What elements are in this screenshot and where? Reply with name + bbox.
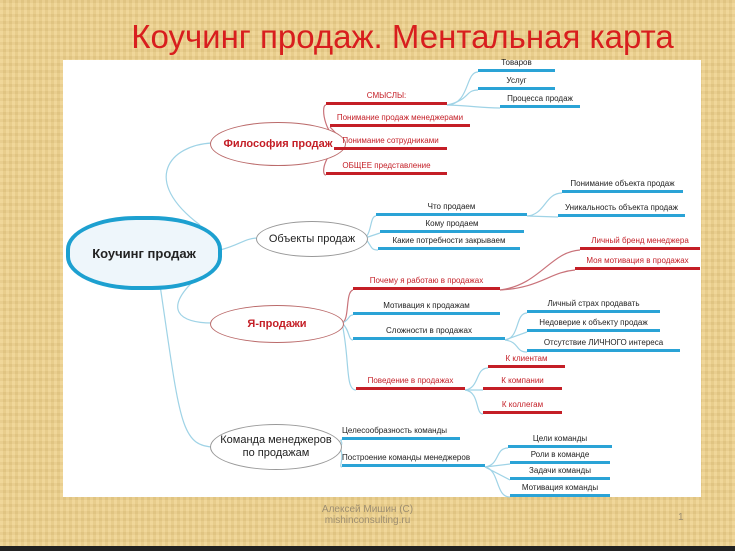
- node-services[interactable]: Услуг: [478, 76, 555, 90]
- node-to-colleagues[interactable]: К коллегам: [483, 400, 562, 414]
- node-sales-motivation[interactable]: Мотивация к продажам: [353, 301, 500, 315]
- node-why-sales[interactable]: Почему я работаю в продажах: [353, 276, 500, 290]
- node-my-motivation[interactable]: Моя мотивация в продажах: [575, 256, 700, 270]
- node-staff-understanding[interactable]: Понимание сотрудниками: [334, 136, 447, 150]
- node-team-expediency[interactable]: Целесообразность команды: [342, 426, 460, 440]
- node-object-understanding[interactable]: Понимание объекта продаж: [562, 179, 683, 193]
- node-team-goals[interactable]: Цели команды: [508, 434, 612, 448]
- node-sales-process[interactable]: Процесса продаж: [500, 94, 580, 108]
- node-what-we-sell[interactable]: Что продаем: [376, 202, 527, 216]
- node-team-tasks[interactable]: Задачи команды: [510, 466, 610, 480]
- branch-label: Объекты продаж: [268, 233, 356, 245]
- node-no-interest[interactable]: Отсутствие ЛИЧНОГО интереса: [527, 338, 680, 352]
- node-needs-covered[interactable]: Какие потребности закрываем: [378, 236, 520, 250]
- central-topic-label: Коучинг продаж: [92, 245, 196, 261]
- node-personal-brand[interactable]: Личный бренд менеджера: [580, 236, 700, 250]
- node-sales-difficulties[interactable]: Сложности в продажах: [353, 326, 505, 340]
- node-team-building[interactable]: Построение команды менеджеров: [342, 453, 485, 467]
- node-sales-behavior[interactable]: Поведение в продажах: [356, 376, 465, 390]
- node-distrust[interactable]: Недоверие к объекту продаж: [527, 318, 660, 332]
- node-to-clients[interactable]: К клиентам: [488, 354, 565, 368]
- node-managers-understanding[interactable]: Понимание продаж менеджерами: [330, 113, 470, 127]
- node-goods[interactable]: Товаров: [478, 58, 555, 72]
- branch-sales-team[interactable]: Команда менеджеров по продажам: [210, 424, 342, 470]
- node-fear[interactable]: Личный страх продавать: [527, 299, 660, 313]
- branch-sales-objects[interactable]: Объекты продаж: [256, 221, 368, 257]
- footer-site: mishinconsulting.ru: [324, 515, 411, 526]
- branch-label: Философия продаж: [223, 138, 333, 150]
- page-number: 1: [678, 512, 684, 523]
- node-team-roles[interactable]: Роли в команде: [510, 450, 610, 464]
- branch-self-sales[interactable]: Я-продажи: [210, 305, 344, 343]
- footer: Алексей Мишин (С) mishinconsulting.ru: [300, 504, 435, 526]
- branch-label: Я-продажи: [247, 318, 307, 330]
- slide-title: Коучинг продаж. Ментальная карта: [131, 18, 674, 55]
- branch-philosophy[interactable]: Философия продаж: [210, 122, 346, 166]
- central-topic[interactable]: Коучинг продаж: [66, 216, 222, 290]
- node-whom-we-sell[interactable]: Кому продаем: [380, 219, 524, 233]
- node-team-motivation[interactable]: Мотивация команды: [510, 483, 610, 497]
- node-general-view[interactable]: ОБЩЕЕ представление: [326, 161, 447, 175]
- node-object-uniqueness[interactable]: Уникальность объекта продаж: [558, 203, 685, 217]
- node-to-company[interactable]: К компании: [483, 376, 562, 390]
- branch-label: Команда менеджеров по продажам: [220, 434, 332, 459]
- footer-author: Алексей Мишин (С): [321, 504, 414, 515]
- node-meanings[interactable]: СМЫСЛЫ:: [326, 91, 447, 105]
